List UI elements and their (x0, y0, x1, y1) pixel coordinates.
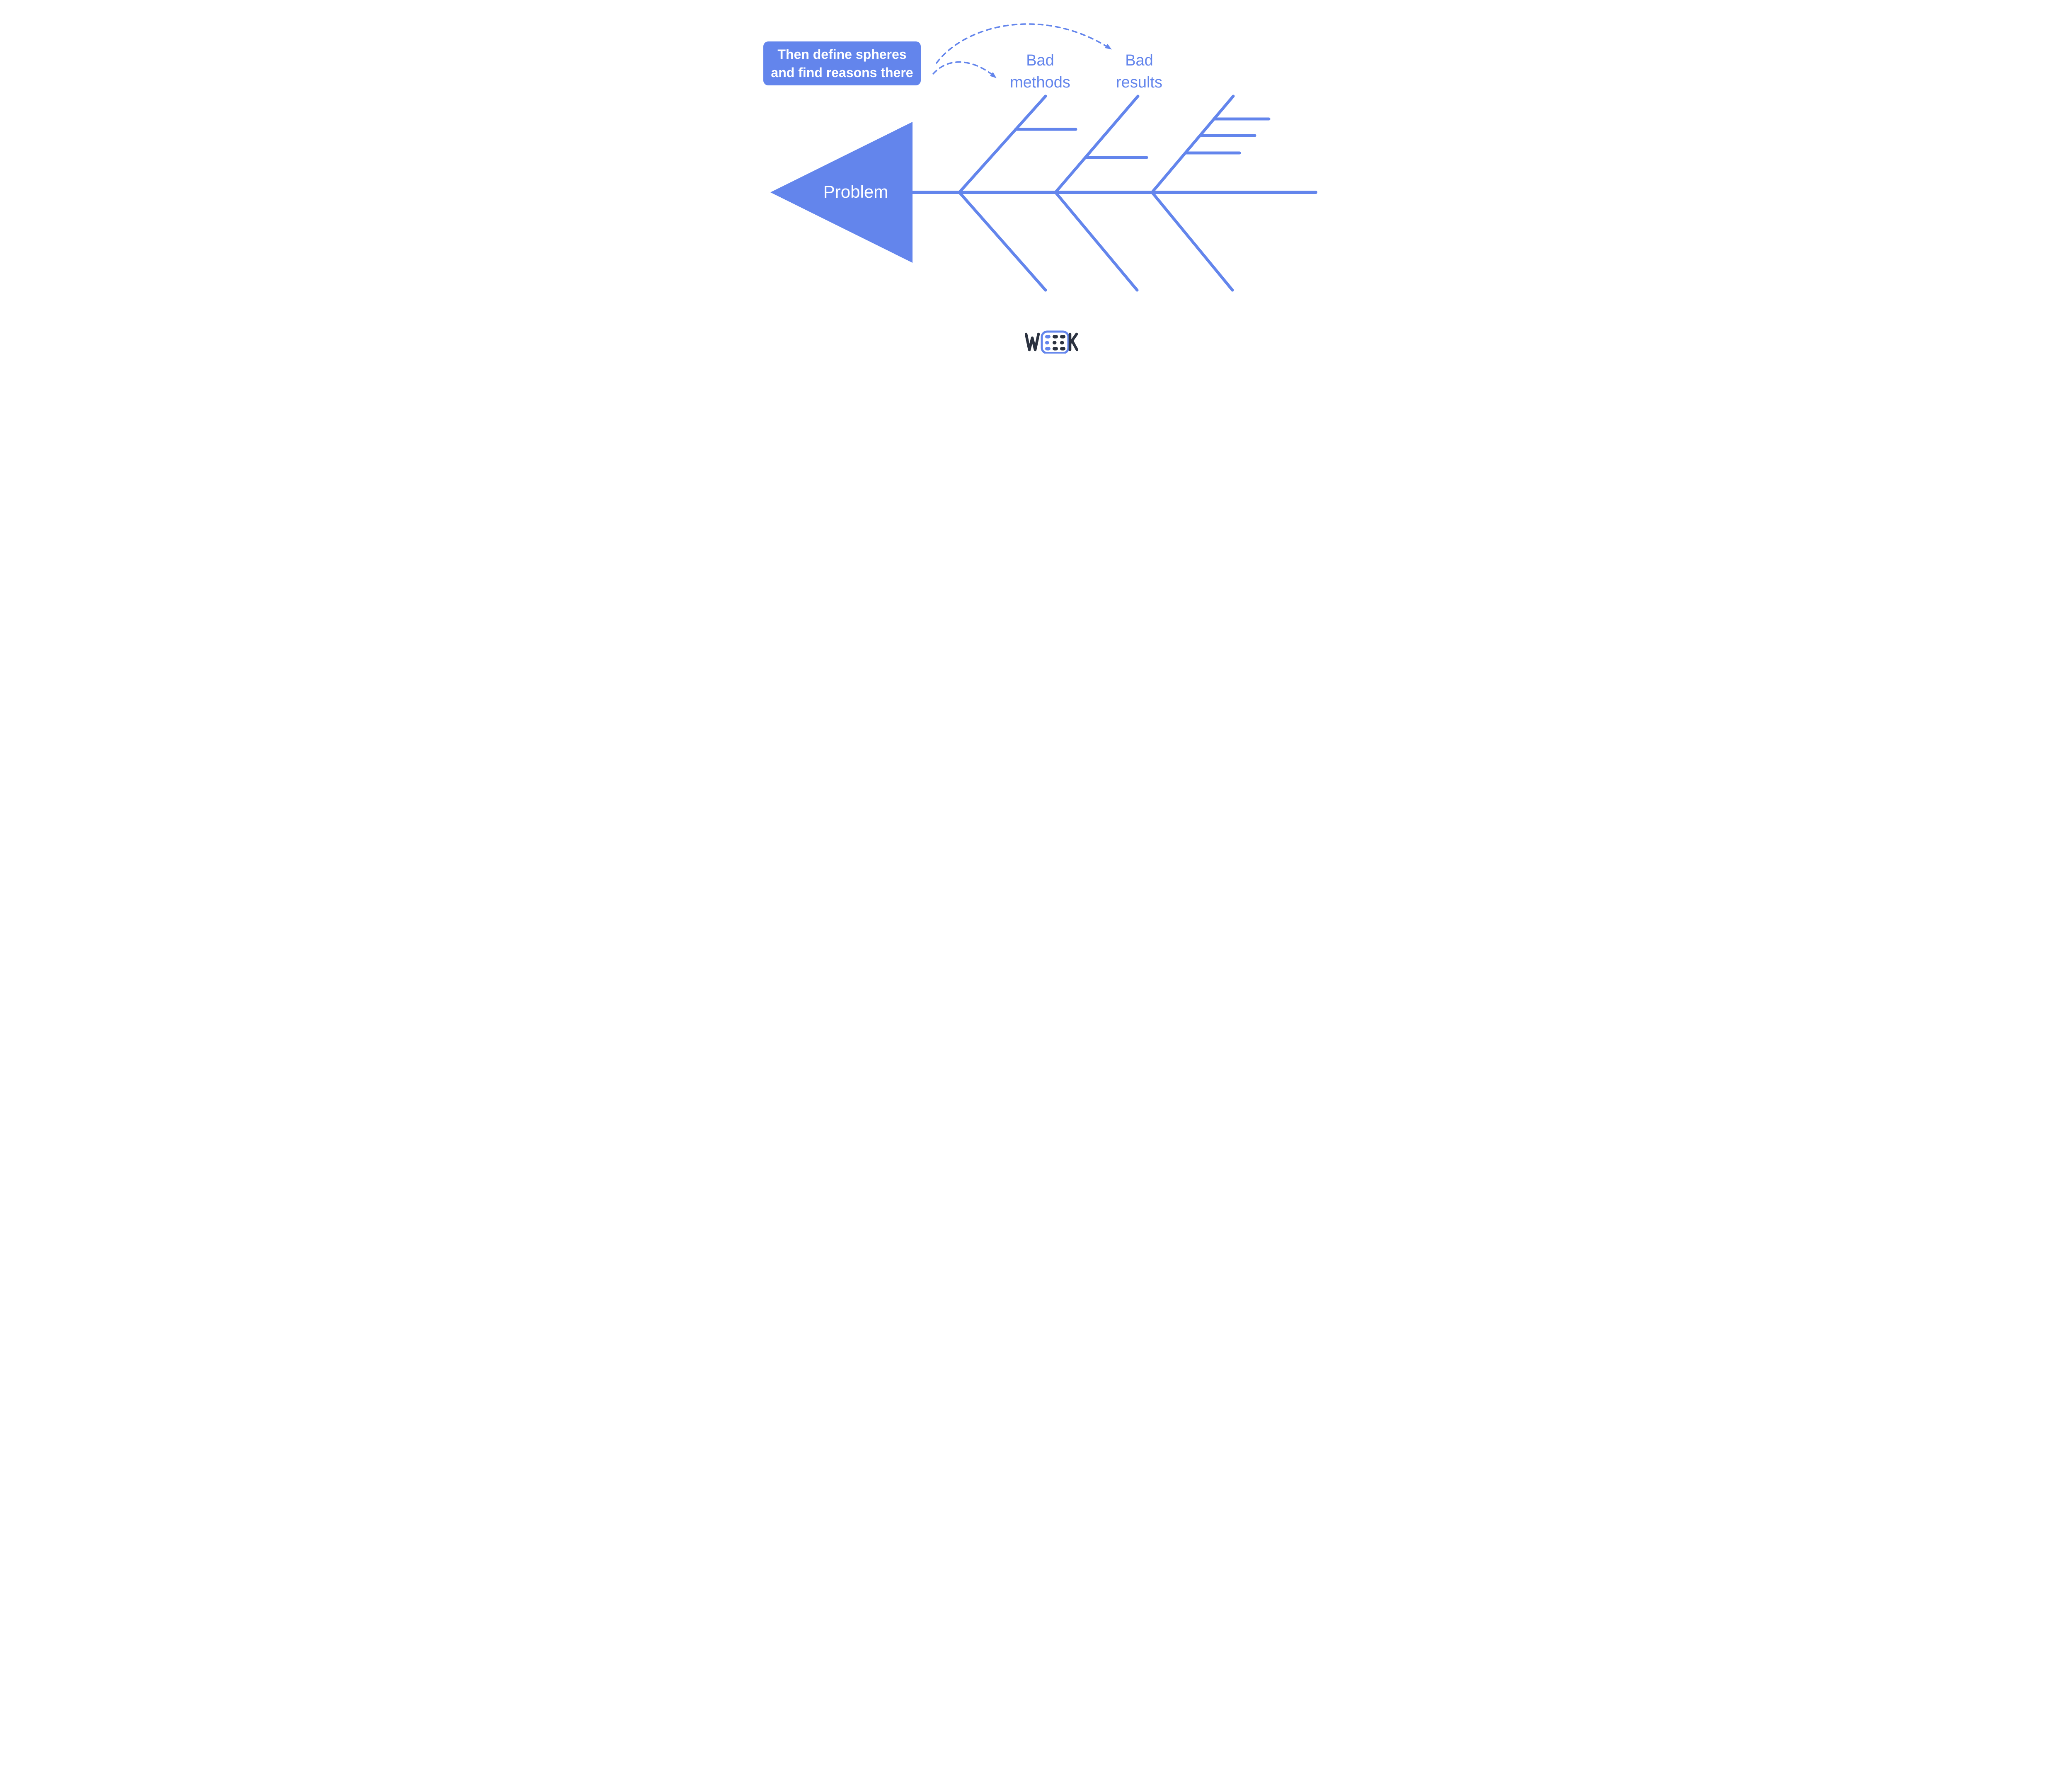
fishbone-diagram: Problem Bad methods Bad results (770, 23, 1317, 292)
sphere-label-bad-results-line2: results (1116, 74, 1162, 91)
branch-down-1 (958, 191, 1047, 292)
logo-letter-k (1068, 332, 1078, 351)
logo-e1-icon (1045, 335, 1051, 351)
logo-eee-box (1041, 330, 1070, 354)
dashed-arrow-to-bad-methods (932, 61, 996, 78)
annotation-line-1: Then define spheres (777, 47, 907, 62)
problem-head-triangle (770, 122, 913, 263)
fishbone-diagram-canvas: Problem Bad methods Bad results Then def… (718, 0, 1354, 358)
annotation-line-2: and find reasons there (771, 65, 913, 80)
branch-down-2 (1054, 191, 1139, 292)
arrowhead-bad-methods-icon (990, 72, 997, 78)
problem-label: Problem (823, 182, 888, 201)
branch-up-1 (958, 95, 1047, 194)
logo-e3-icon (1060, 335, 1065, 351)
dashed-arrow-to-bad-results (936, 23, 1111, 64)
branch-down-3 (1150, 191, 1234, 292)
weeek-logo (1025, 330, 1078, 354)
branch-up-2 (1054, 95, 1140, 194)
logo-letter-w (1025, 332, 1040, 351)
logo-e2-icon (1053, 335, 1058, 351)
arrowhead-bad-results-icon (1105, 44, 1112, 50)
sphere-label-bad-methods-line2: methods (1010, 74, 1070, 91)
branch-up-3 (1150, 95, 1235, 194)
annotation-callout: Then define spheres and find reasons the… (763, 41, 921, 85)
sphere-label-bad-results-line1: Bad (1125, 52, 1153, 69)
fishbone-bones (770, 95, 1317, 292)
sphere-label-bad-methods-line1: Bad (1026, 52, 1054, 69)
